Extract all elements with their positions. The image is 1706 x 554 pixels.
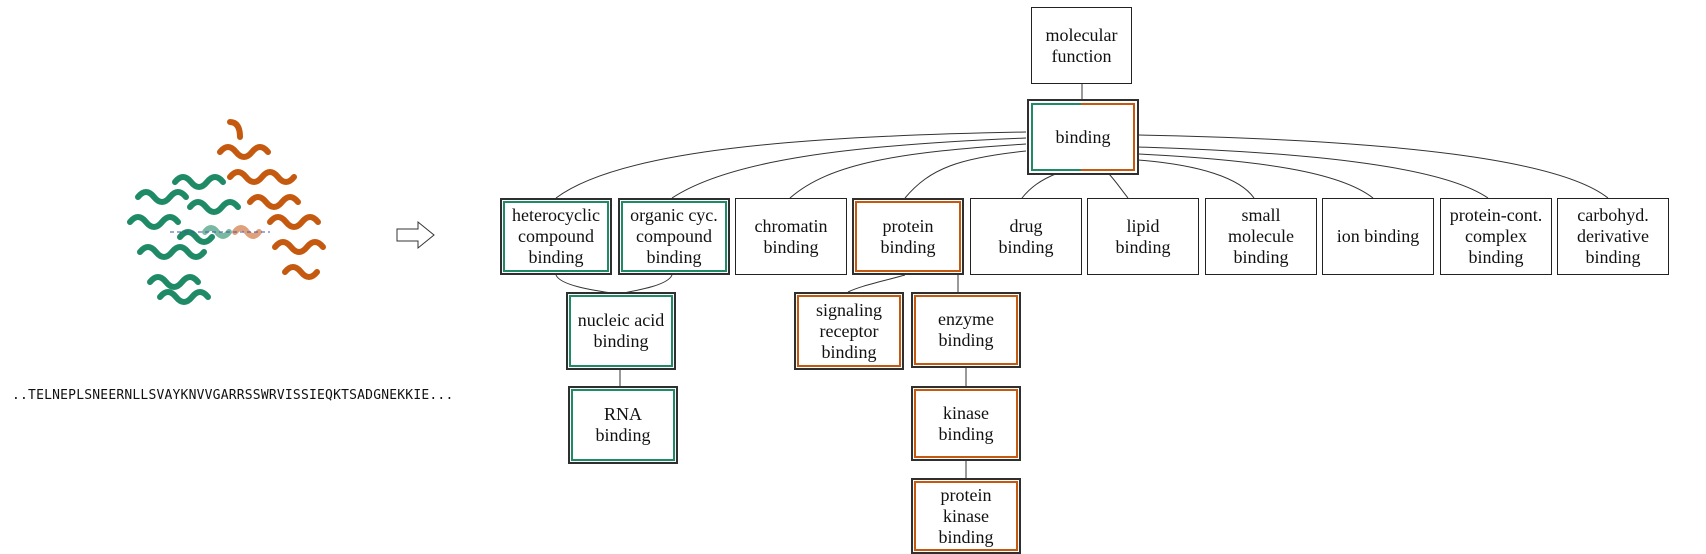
edge-binding-carbohyd <box>1137 134 1609 199</box>
edge-binding-organic <box>671 137 1027 199</box>
protein-sequence: ..TELNEPLSNEERNLLSVAYKNVVGARRSSWRVISSIEQ… <box>12 388 454 403</box>
node-protein-binding: protein binding <box>852 198 964 275</box>
node-carbohyd-derivative-binding: carbohyd. derivative binding <box>1557 198 1669 275</box>
edge-binding-ion <box>1137 153 1374 199</box>
edge-binding-heterocyclic <box>555 131 1027 199</box>
edge-binding-proteincont <box>1137 146 1489 199</box>
edge-binding-lipid <box>1107 172 1129 199</box>
edge-protein-signaling <box>847 274 906 293</box>
node-chromatin-binding: chromatin binding <box>735 198 847 275</box>
right-arrow-icon <box>396 220 435 250</box>
node-kinase-binding: kinase binding <box>911 386 1021 461</box>
node-protein-kinase-binding: protein kinase binding <box>911 478 1021 554</box>
node-drug-binding: drug binding <box>970 198 1082 275</box>
node-molecular-function: molecular function <box>1031 7 1132 84</box>
node-enzyme-binding: enzyme binding <box>911 292 1021 368</box>
node-small-molecule-binding: small molecule binding <box>1205 198 1317 275</box>
node-heterocyclic-compound-binding: heterocyclic compound binding <box>500 198 612 275</box>
node-ion-binding: ion binding <box>1322 198 1434 275</box>
edge-binding-protein <box>904 150 1027 199</box>
node-binding: binding <box>1027 99 1139 175</box>
node-nucleic-acid-binding: nucleic acid binding <box>566 292 676 370</box>
node-organic-cyc-compound-binding: organic cyc. compound binding <box>618 198 730 275</box>
edge-binding-chromatin <box>789 143 1027 199</box>
node-signaling-receptor-binding: signaling receptor binding <box>794 292 904 370</box>
node-protein-cont-complex-binding: protein-cont. complex binding <box>1440 198 1552 275</box>
protein-structure-icon <box>127 119 326 305</box>
node-rna-binding: RNA binding <box>568 386 678 464</box>
edge-binding-drug <box>1021 172 1059 199</box>
edge-binding-small <box>1137 159 1255 199</box>
node-lipid-binding: lipid binding <box>1087 198 1199 275</box>
